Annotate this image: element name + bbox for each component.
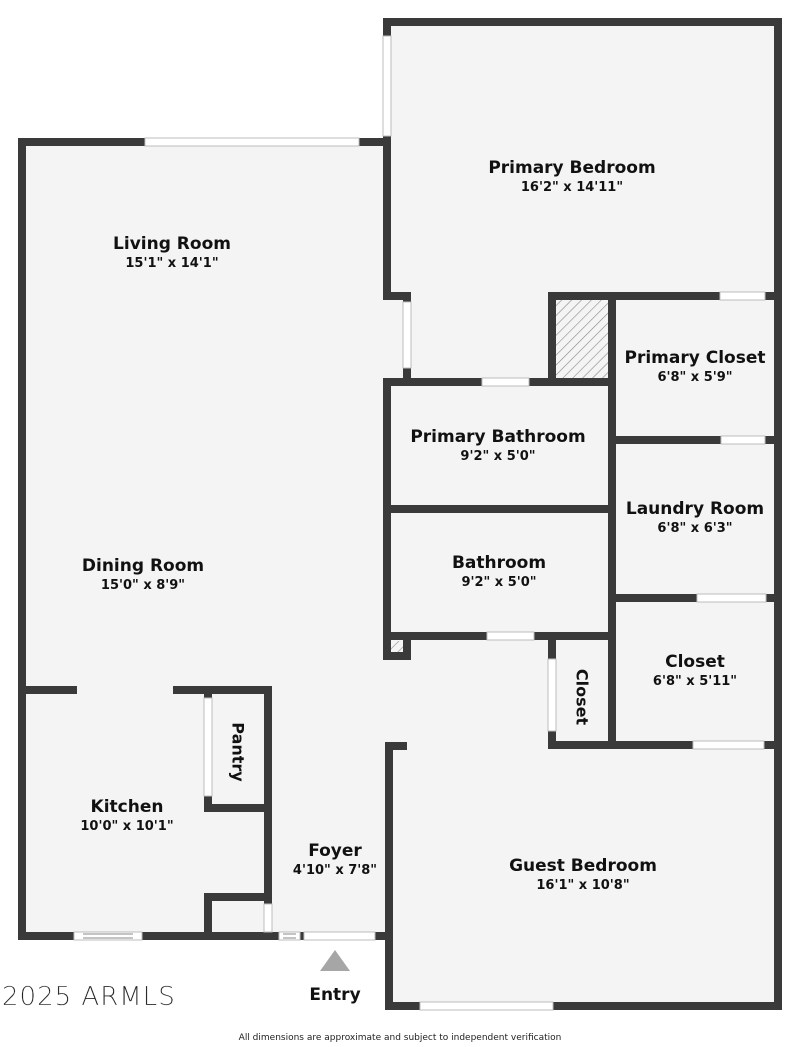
copyright-watermark: 2025 ARMLS: [2, 982, 176, 1012]
floor-fills: [22, 22, 778, 1007]
room-name: Dining Room: [81, 556, 205, 576]
room-name: Primary Bathroom: [410, 427, 586, 447]
walls: [18, 18, 782, 1010]
room-name: Foyer: [308, 841, 362, 861]
room-label-closet: Closet 6'8" x 5'11": [653, 652, 737, 690]
room-name: Kitchen: [90, 797, 164, 817]
entry-arrow-icon: [320, 950, 350, 971]
room-dimensions: 16'2" x 14'11": [520, 180, 624, 195]
hatched-chase-small: [391, 641, 403, 653]
room-label-bathroom: Bathroom 9'2" x 5'0": [452, 553, 546, 591]
room-name: Guest Bedroom: [509, 856, 657, 876]
room-label-primary-bedroom: Primary Bedroom 16'2" x 14'11": [488, 158, 655, 196]
room-dimensions: 16'1" x 10'8": [536, 878, 630, 893]
room-dimensions: 10'0" x 10'1": [80, 819, 174, 834]
room-label-laundry-room: Laundry Room 6'8" x 6'3": [626, 499, 764, 537]
room-dimensions: 6'8" x 5'9": [657, 370, 733, 385]
room-label-primary-bathroom: Primary Bathroom 9'2" x 5'0": [410, 427, 585, 465]
room-label-dining-room: Dining Room 15'0" x 8'9": [82, 556, 204, 594]
room-name: Laundry Room: [625, 499, 765, 519]
room-label-primary-closet: Primary Closet 6'8" x 5'9": [625, 348, 766, 386]
room-name: Closet: [665, 652, 725, 672]
room-name: Living Room: [113, 234, 231, 254]
room-label-living-room: Living Room 15'1" x 14'1": [113, 234, 231, 272]
pantry-label: Pantry: [228, 722, 248, 782]
room-name: Primary Bedroom: [488, 158, 656, 178]
room-label-foyer: Foyer 4'10" x 7'8": [293, 841, 377, 879]
hatched-chase: [556, 300, 608, 380]
room-name: Primary Closet: [624, 348, 766, 368]
room-label-guest-bedroom: Guest Bedroom 16'1" x 10'8": [509, 856, 657, 894]
room-dimensions: 6'8" x 6'3": [657, 521, 733, 536]
room-dimensions: 6'8" x 5'11": [652, 674, 738, 689]
windows: [73, 35, 767, 1011]
room-dimensions: 9'2" x 5'0": [460, 449, 536, 464]
room-dimensions: 15'0" x 8'9": [100, 578, 186, 593]
room-dimensions: 4'10" x 7'8": [292, 863, 378, 878]
room-dimensions: 9'2" x 5'0": [461, 575, 537, 590]
room-dimensions: 15'1" x 14'1": [125, 256, 219, 271]
window-sills: [83, 933, 296, 939]
room-label-kitchen: Kitchen 10'0" x 10'1": [80, 797, 173, 835]
room-name: Bathroom: [451, 553, 547, 573]
entry-label: Entry: [309, 985, 361, 1005]
disclaimer-text: All dimensions are approximate and subje…: [238, 1033, 562, 1043]
hall-closet-label: Closet: [572, 668, 592, 726]
